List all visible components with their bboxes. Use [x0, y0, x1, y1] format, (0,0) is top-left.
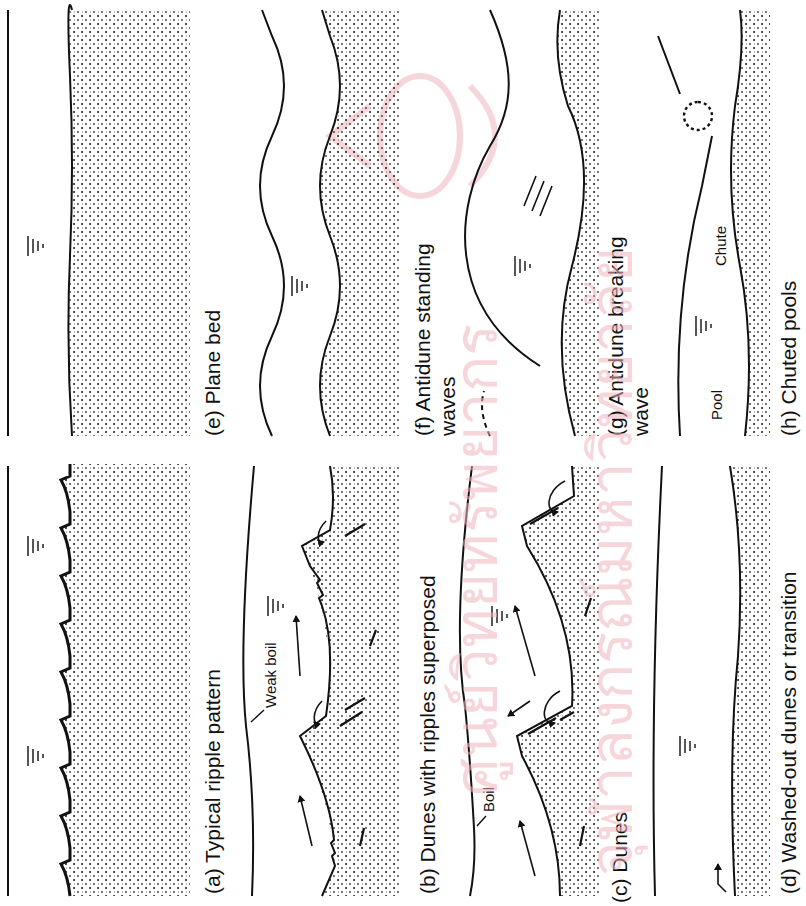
watermark: ศูนย์วิทยทรัพยากร — [440, 324, 512, 796]
pool-bed — [731, 10, 770, 436]
dune-bed — [300, 466, 400, 896]
plane-bed — [68, 5, 190, 436]
bed-profile — [730, 466, 740, 896]
water-level-symbol — [680, 736, 695, 756]
hydraulic-jump — [684, 102, 712, 130]
cross-strata — [340, 524, 376, 846]
panel-caption: (a) Typical ripple pattern — [200, 464, 225, 894]
panel-caption: (h) Chuted pools — [776, 16, 801, 436]
dune-profile — [300, 466, 335, 896]
water-level-symbol — [515, 256, 530, 276]
leader-line — [477, 816, 486, 826]
flow-arrow — [520, 821, 535, 876]
eddy-arrow — [318, 521, 326, 542]
water-level-symbol — [268, 596, 283, 616]
bed-profile — [731, 10, 749, 436]
callout-label: Chute — [712, 226, 730, 266]
water-surface — [243, 466, 254, 896]
bed-profile — [68, 5, 72, 436]
bed-profile — [320, 10, 340, 436]
water-surface — [260, 10, 284, 436]
water-level-symbol — [28, 746, 43, 766]
ripple-profile — [61, 464, 70, 896]
dune-profile — [517, 466, 574, 896]
flow-arrow — [515, 606, 535, 676]
callout-label: Pool — [708, 390, 726, 420]
water-surface — [658, 36, 680, 94]
panel-caption: (e) Plane bed — [200, 16, 225, 436]
water-surface — [654, 466, 662, 896]
water-level-symbol — [28, 236, 43, 256]
eddy-arrow — [544, 691, 560, 723]
watermark: จุฬาลงกรณ์มหาวิทยาลัย — [575, 247, 647, 876]
washed-out-bed — [730, 466, 770, 896]
water-level-symbol — [28, 536, 43, 556]
ripple-bed — [61, 464, 190, 896]
water-surface — [7, 466, 9, 896]
water-surface — [7, 10, 9, 436]
water-surface — [465, 10, 540, 366]
water-level-symbol — [292, 276, 307, 296]
water-surface — [678, 136, 712, 436]
eddy-arrow — [314, 701, 322, 724]
flow-arrow — [718, 864, 726, 892]
panel-caption: (b) Dunes with ripples superposed — [415, 464, 440, 894]
flow-arrow — [300, 796, 312, 846]
cross-strata — [524, 176, 552, 216]
antidune-bed — [320, 10, 400, 436]
flow-arrow — [508, 701, 530, 716]
leader-line — [251, 710, 264, 722]
callout-label: Weak boil — [262, 642, 280, 708]
water-level-symbol — [696, 316, 711, 336]
panel-caption: (d) Washed-out dunes or transition — [776, 464, 801, 894]
flow-arrow — [296, 616, 300, 676]
